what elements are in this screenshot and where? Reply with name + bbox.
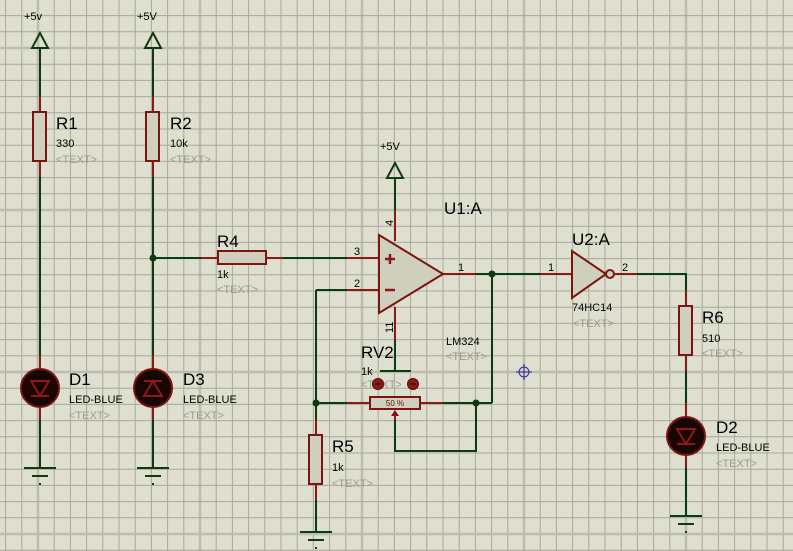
component-ref: U1:A: [444, 199, 482, 218]
opamp-body: [378, 233, 445, 315]
component-ref: D2: [716, 418, 738, 437]
inversion-bubble: [605, 269, 615, 279]
component-text: <TEXT>: [702, 348, 743, 360]
led-d1[interactable]: D1 LED-BLUE <TEXT>: [20, 368, 123, 422]
component-ref: R1: [56, 114, 78, 133]
resistor-r5[interactable]: R5 1k <TEXT>: [308, 434, 373, 490]
component-text: <TEXT>: [446, 351, 487, 363]
led-body: [666, 416, 706, 456]
pin-number: 11: [384, 322, 396, 333]
pin-number: 4: [384, 220, 396, 226]
resistor-r1[interactable]: R1 330 <TEXT>: [32, 111, 97, 166]
component-value: LM324: [446, 336, 480, 348]
diode-down-icon: [29, 380, 51, 398]
component-ref: R6: [702, 308, 724, 327]
resistor-body: [678, 305, 693, 356]
component-text: <TEXT>: [217, 284, 258, 296]
resistor-body: [308, 434, 323, 485]
inverter-u2a[interactable]: U2:A 74HC14 <TEXT> 1 2: [548, 230, 628, 330]
power-arrow-icon: [30, 30, 50, 49]
component-ref: R2: [170, 114, 192, 133]
wiper-arrow-icon: [391, 410, 399, 416]
component-value: 1k: [332, 462, 344, 474]
pin-number: 1: [458, 262, 464, 274]
component-text: <TEXT>: [573, 318, 614, 330]
led-body: [133, 368, 173, 408]
component-ref: U2:A: [572, 230, 610, 249]
component-ref: RV2: [361, 343, 394, 362]
component-text: <TEXT>: [183, 410, 224, 422]
diode-down-icon: [675, 428, 697, 446]
component-ref: D1: [69, 370, 91, 389]
component-text: <TEXT>: [69, 410, 110, 422]
pin-number: 1: [548, 262, 554, 274]
component-value: 1k: [361, 366, 373, 378]
component-value: LED-BLUE: [69, 394, 123, 406]
component-ref: D3: [183, 370, 205, 389]
power-arrow-icon: [385, 160, 405, 179]
led-d3[interactable]: D3 LED-BLUE <TEXT>: [133, 368, 237, 422]
ground-icon: [24, 467, 56, 485]
wiper-position: 50 %: [386, 399, 404, 408]
component-text: <TEXT>: [716, 458, 757, 470]
power-terminal-2[interactable]: +5V: [137, 11, 163, 49]
component-value: LED-BLUE: [183, 394, 237, 406]
ground-icon: [300, 531, 332, 549]
power-label: +5V: [137, 11, 158, 23]
ground-icon: [137, 467, 169, 485]
power-arrow-icon: [143, 30, 163, 49]
potentiometer-body: [369, 396, 421, 410]
component-ref: R5: [332, 437, 354, 456]
pin-number: 2: [354, 278, 360, 290]
component-text: <TEXT>: [170, 154, 211, 166]
pin-number: 2: [622, 262, 628, 274]
resistor-body: [32, 111, 47, 162]
pin-number: 3: [354, 246, 360, 258]
component-value: 10k: [170, 138, 188, 150]
inverter-body: [571, 249, 608, 300]
component-value: 74HC14: [572, 302, 612, 314]
led-d2[interactable]: D2 LED-BLUE <TEXT>: [666, 416, 770, 470]
component-value: 1k: [217, 269, 229, 281]
opamp-u1a[interactable]: U1:A LM324 <TEXT> 3 2 1 4 11: [354, 199, 487, 363]
resistor-r6[interactable]: R6 510 <TEXT>: [678, 305, 743, 360]
ground-icon: [670, 515, 702, 533]
diode-up-icon: [142, 379, 164, 397]
power-label: +5V: [380, 141, 401, 153]
resistor-body: [145, 111, 160, 162]
cursor-crosshair-icon: [516, 364, 532, 380]
resistor-r4[interactable]: R4 1k <TEXT>: [217, 232, 267, 296]
power-label: +5v: [24, 11, 43, 23]
wire: [637, 273, 687, 290]
component-text: <TEXT>: [332, 478, 373, 490]
component-ref: R4: [217, 232, 239, 251]
wire: [394, 403, 477, 452]
resistor-body: [217, 250, 267, 265]
component-value: LED-BLUE: [716, 442, 770, 454]
power-terminal-3[interactable]: LM324 +5V: [380, 141, 405, 179]
component-value: 330: [56, 138, 74, 150]
resistor-r2[interactable]: R2 10k <TEXT>: [145, 111, 211, 166]
component-value: 510: [702, 333, 720, 345]
led-body: [20, 368, 60, 408]
component-text: <TEXT>: [56, 154, 97, 166]
power-terminal-1[interactable]: +5v: [24, 11, 50, 49]
